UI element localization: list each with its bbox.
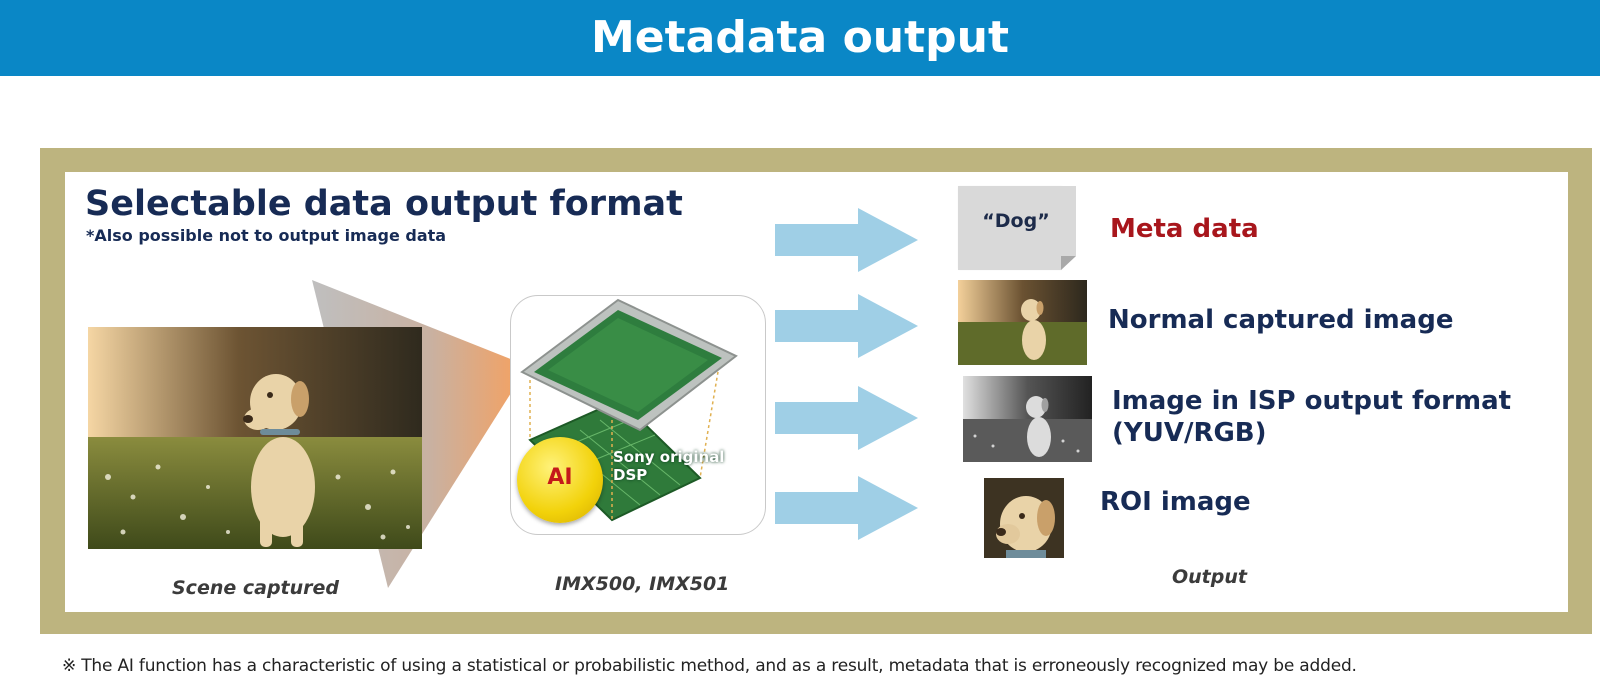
output-label-metadata: Meta data xyxy=(1110,214,1259,244)
dsp-label: Sony original DSP xyxy=(613,448,733,484)
panel-title: Selectable data output format xyxy=(85,184,683,224)
arrow-isp xyxy=(775,386,918,450)
output-label-isp-line2: (YUV/RGB) xyxy=(1112,418,1267,448)
metadata-document-text: “Dog” xyxy=(982,210,1050,232)
panel-subtitle: *Also possible not to output image data xyxy=(86,226,447,245)
header-bar xyxy=(0,0,1600,76)
ai-label: AI xyxy=(547,465,573,490)
output-label-isp-image: Image in ISP output format (YUV/RGB) xyxy=(1112,385,1511,449)
arrow-roi xyxy=(775,476,918,540)
normal-image-thumbnail xyxy=(958,280,1087,365)
footnote: ※ The AI function has a characteristic o… xyxy=(62,656,1357,676)
dsp-label-line1: Sony original xyxy=(613,448,725,466)
output-label-normal-image: Normal captured image xyxy=(1108,305,1454,335)
roi-image-thumbnail xyxy=(984,478,1064,558)
isp-image-thumbnail xyxy=(963,376,1092,462)
ai-badge xyxy=(517,437,603,523)
scene-caption: Scene captured xyxy=(172,577,340,599)
output-label-isp-line1: Image in ISP output format xyxy=(1112,386,1512,416)
output-label-roi-image: ROI image xyxy=(1100,487,1251,517)
scene-image xyxy=(88,327,422,549)
arrow-normal xyxy=(775,294,918,358)
output-caption: Output xyxy=(1172,566,1247,588)
page-title: Metadata output xyxy=(590,12,1010,63)
arrow-meta xyxy=(775,208,918,272)
sensor-caption: IMX500, IMX501 xyxy=(555,573,730,595)
dsp-label-line2: DSP xyxy=(613,466,648,484)
